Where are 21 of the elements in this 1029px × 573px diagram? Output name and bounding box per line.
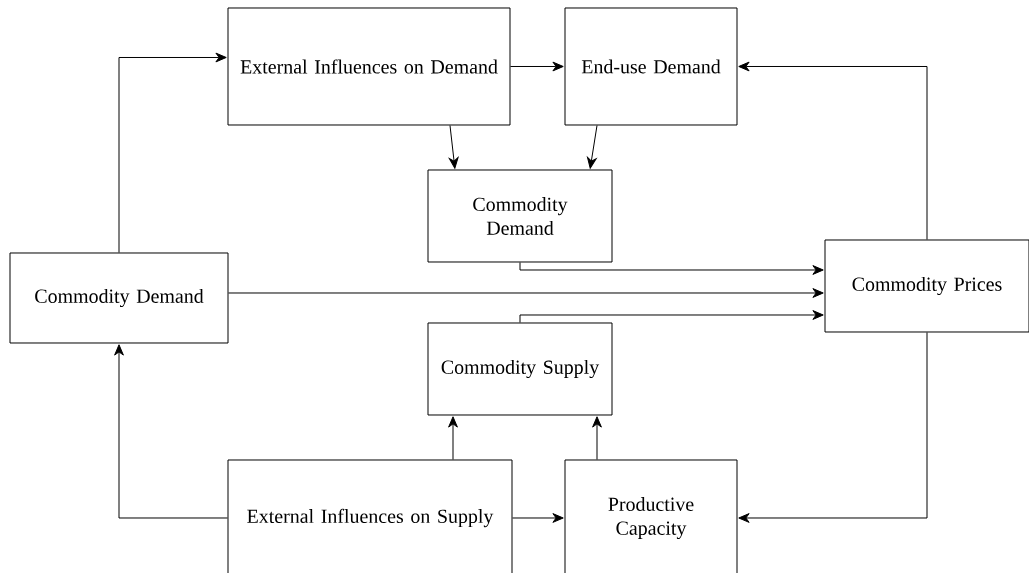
arrow — [587, 125, 598, 169]
arrow — [448, 416, 458, 460]
arrow — [228, 288, 824, 298]
process-box: Productive Capacity — [564, 459, 738, 573]
process-box: Commodity Demand — [9, 252, 229, 344]
arrow — [512, 513, 564, 523]
process-box: External Influences on Supply — [227, 459, 513, 573]
process-box: End-use Demand — [564, 7, 738, 126]
process-box: Commodity Demand — [427, 169, 613, 263]
arrow — [519, 310, 824, 323]
arrow — [448, 125, 459, 169]
process-box: Commodity Prices — [824, 239, 1029, 333]
arrow — [114, 344, 228, 519]
arrow — [118, 52, 227, 253]
arrow — [738, 332, 928, 523]
arrow — [592, 416, 602, 460]
process-box: Commodity Supply — [427, 322, 613, 416]
arrow — [510, 61, 564, 72]
arrow — [519, 262, 824, 275]
arrow — [738, 61, 928, 240]
process-box: External Influences on Demand — [227, 7, 511, 126]
